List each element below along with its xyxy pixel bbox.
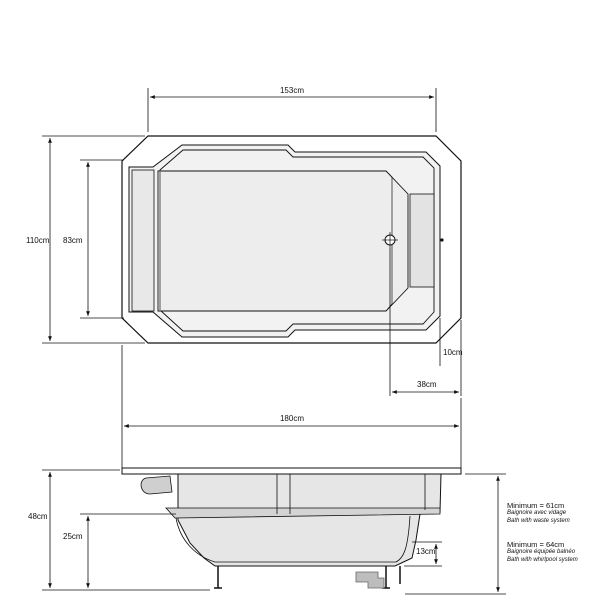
note-line-fr: Baignoire équipée balnéo (507, 549, 576, 555)
dimension-top-width: 153cm (147, 86, 437, 132)
dimension-minimum (405, 473, 506, 595)
tub-seat-block (409, 193, 435, 288)
tub-backrest (131, 169, 155, 312)
dimension-drain-offset: 38cm (389, 248, 459, 396)
note-line-fr: Baignoire avec vidage (507, 510, 567, 516)
dim-label-inner-depth: 83cm (63, 236, 83, 245)
tub-lip-band (165, 507, 441, 519)
dimension-height: 48cm (28, 469, 210, 591)
tub-body-side (177, 473, 442, 567)
dimension-total-length: 180cm (121, 345, 462, 468)
note-whirlpool-system: Minimum = 64cm Baignoire équipée balnéo … (507, 540, 578, 564)
dimension-foot-height: 13cm (404, 541, 442, 567)
note-title: Minimum = 61cm (507, 501, 565, 510)
dim-label-total-depth: 110cm (26, 236, 50, 245)
drain-icon (382, 232, 398, 248)
dimension-seat-height: 25cm (63, 513, 176, 588)
dim-label-total-length: 180cm (280, 414, 304, 423)
dim-label-foot-height: 13cm (416, 547, 436, 556)
dimension-inner-depth: 83cm (63, 159, 124, 319)
note-line-en: Bath with waste system (507, 517, 570, 524)
plan-view (121, 135, 462, 344)
note-title: Minimum = 64cm (507, 540, 565, 549)
drain-trap (355, 571, 385, 589)
dim-label-height: 48cm (28, 512, 48, 521)
note-line-en: Bath with whirlpool system (507, 556, 578, 563)
dim-label-side-gap: 10cm (443, 348, 463, 357)
dimension-total-depth: 110cm (26, 135, 145, 344)
dim-label-drain-offset: 38cm (417, 380, 437, 389)
tub-basin-floor (157, 170, 409, 312)
overflow-pipe (140, 475, 173, 495)
tub-lower-curve (175, 515, 411, 563)
dim-label-top-width: 153cm (280, 86, 304, 95)
overflow-icon (440, 238, 444, 242)
note-waste-system: Minimum = 61cm Baignoire avec vidage Bat… (507, 501, 570, 525)
dimension-side-gap: 10cm (439, 318, 463, 396)
tub-rim-side (121, 467, 462, 475)
dim-label-seat-height: 25cm (63, 532, 83, 541)
elevation-view (121, 467, 462, 589)
